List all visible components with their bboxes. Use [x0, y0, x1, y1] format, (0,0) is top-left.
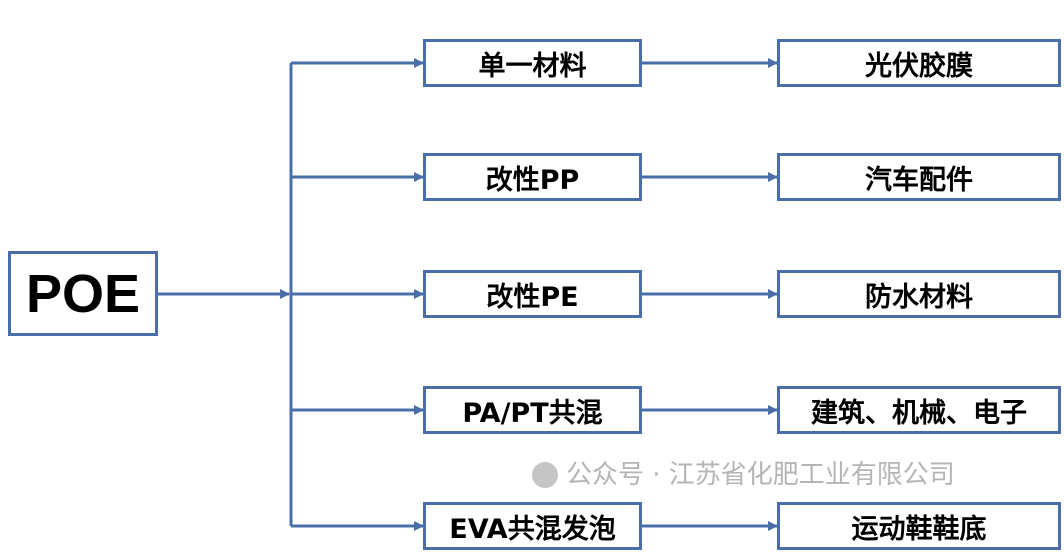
root-node-poe: POE: [8, 251, 158, 336]
category-node: 单一材料: [423, 39, 642, 87]
category-label: PA/PT共混: [462, 397, 603, 429]
application-label: 光伏胶膜: [865, 50, 973, 82]
application-label: 防水材料: [865, 281, 973, 313]
category-label: EVA共混发泡: [449, 513, 616, 545]
application-node: 建筑、机械、电子: [777, 386, 1061, 434]
application-label: 建筑、机械、电子: [811, 397, 1027, 429]
category-label: 改性PP: [485, 164, 580, 196]
category-node: 改性PE: [423, 270, 642, 318]
application-label: 运动鞋鞋底: [851, 513, 987, 545]
category-label: 改性PE: [486, 281, 579, 313]
application-node: 运动鞋鞋底: [777, 502, 1061, 550]
application-label: 汽车配件: [865, 164, 973, 196]
application-node: 汽车配件: [777, 153, 1061, 201]
category-node: PA/PT共混: [423, 386, 642, 434]
category-label: 单一材料: [478, 50, 587, 82]
application-node: 防水材料: [777, 270, 1061, 318]
category-node: 改性PP: [423, 153, 642, 201]
category-node: EVA共混发泡: [423, 502, 642, 550]
watermark: 公众号 · 江苏省化肥工业有限公司: [532, 458, 955, 492]
watermark-text: 公众号 · 江苏省化肥工业有限公司: [566, 460, 955, 490]
root-label: POE: [25, 263, 141, 324]
wechat-icon: [532, 462, 558, 488]
application-node: 光伏胶膜: [777, 39, 1061, 87]
